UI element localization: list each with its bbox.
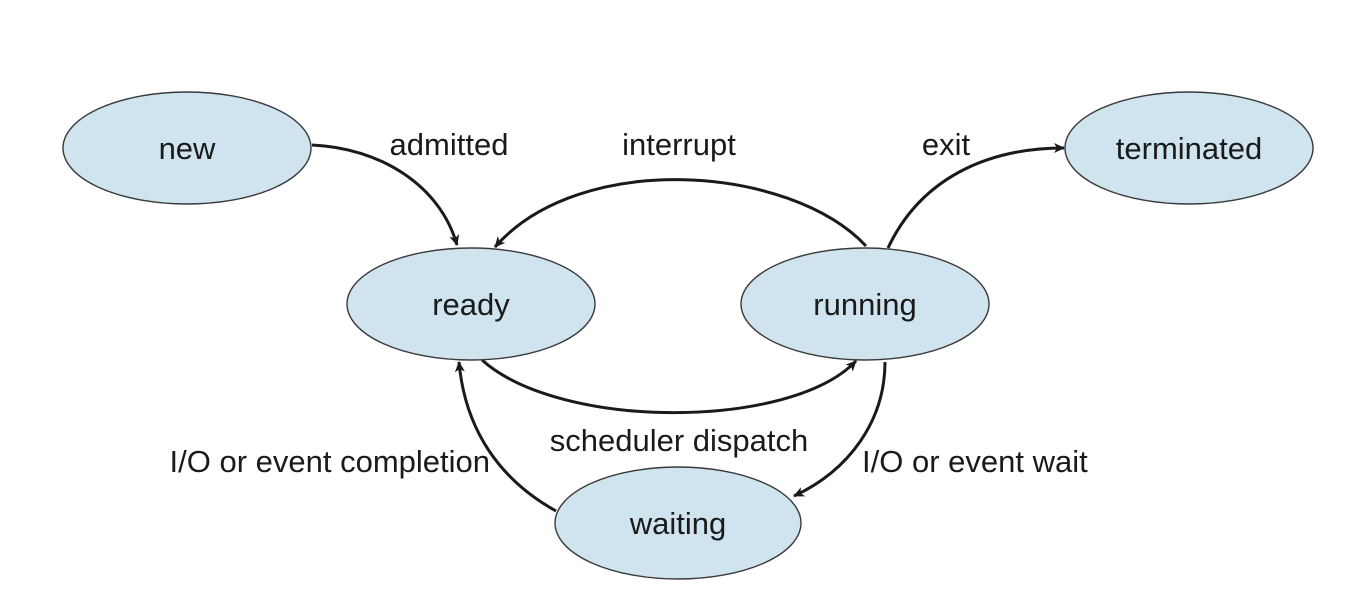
state-ready-label: ready <box>432 287 510 322</box>
edge-exit <box>886 143 1065 249</box>
state-running-ellipse <box>740 247 990 361</box>
state-new: new <box>62 91 312 205</box>
state-running: running <box>740 247 990 361</box>
state-new-label: new <box>159 131 216 166</box>
state-waiting-ellipse <box>554 466 802 580</box>
state-terminated-label: terminated <box>1116 131 1262 166</box>
label-interrupt: interrupt <box>622 127 736 162</box>
edge-scheduler-dispatch <box>480 358 858 415</box>
edge-admitted <box>311 143 460 246</box>
label-exit: exit <box>922 127 971 162</box>
state-ready-ellipse <box>346 247 596 361</box>
state-running-label: running <box>813 287 916 322</box>
edge-io-event-wait <box>793 361 887 498</box>
state-waiting-label: waiting <box>629 506 727 541</box>
label-admitted: admitted <box>390 127 509 162</box>
state-terminated: terminated <box>1064 91 1314 205</box>
edge-interrupt <box>493 178 868 248</box>
label-scheduler-dispatch: scheduler dispatch <box>550 423 809 458</box>
state-ready: ready <box>346 247 596 361</box>
state-waiting: waiting <box>554 466 802 580</box>
label-io-event-wait: I/O or event wait <box>862 444 1088 479</box>
state-new-ellipse <box>62 91 312 205</box>
label-io-event-completion: I/O or event completion <box>170 444 491 479</box>
state-terminated-ellipse <box>1064 91 1314 205</box>
edge-io-event-completion <box>454 361 557 513</box>
